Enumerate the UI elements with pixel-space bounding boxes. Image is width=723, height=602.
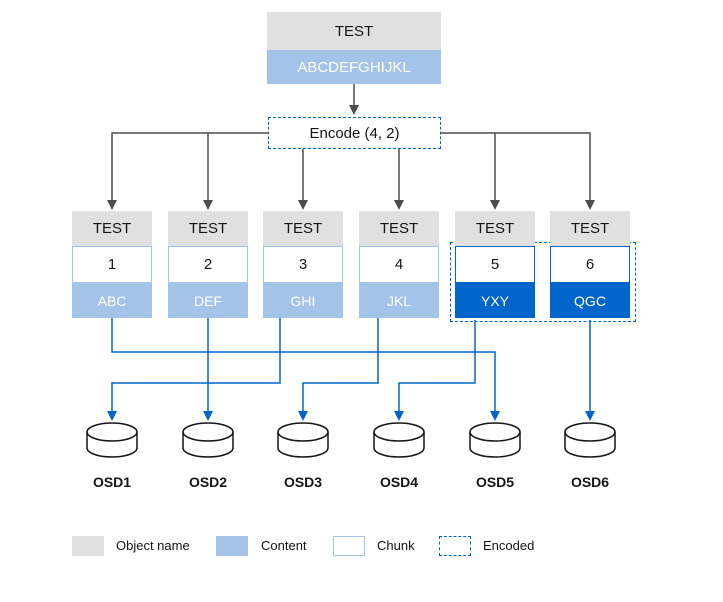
encoder-box: Encode (4, 2)	[268, 117, 441, 149]
osd5-disk-icon	[469, 422, 521, 458]
legend-swatch-object-name	[72, 536, 104, 556]
chunk-name: TEST	[550, 211, 630, 246]
chunk-number: 2	[168, 246, 248, 283]
osd-disks	[86, 422, 616, 458]
chunk1-to-osd5	[111, 318, 500, 421]
chunk-content: YXY	[455, 283, 535, 318]
osd-label: OSD4	[379, 474, 419, 490]
osd-label: OSD5	[475, 474, 515, 490]
object-content-box: ABCDEFGHIJKL	[267, 50, 441, 84]
osd-label: OSD6	[570, 474, 610, 490]
legend-label-chunk: Chunk	[377, 538, 415, 553]
object-name-box: TEST	[267, 12, 441, 50]
fanout-arrow-1	[107, 132, 268, 210]
encoder-fanout	[107, 132, 595, 210]
encoded-group-outline	[450, 242, 636, 322]
osd1-disk-icon	[86, 422, 138, 458]
osd4-disk-icon	[373, 422, 425, 458]
chunk-number: 6	[550, 246, 630, 283]
osd-label: OSD3	[283, 474, 323, 490]
chunk-number: 3	[263, 246, 343, 283]
chunk5-to-osd4	[394, 320, 476, 421]
fanout-arrow-5-6	[441, 132, 595, 210]
chunk-name: TEST	[72, 211, 152, 246]
chunk4-to-osd3	[298, 318, 379, 421]
chunk-name: TEST	[168, 211, 248, 246]
chunk-content: JKL	[359, 283, 439, 318]
chunk-number: 5	[455, 246, 535, 283]
chunk-content: GHI	[263, 283, 343, 318]
chunk-number: 4	[359, 246, 439, 283]
osd2-disk-icon	[182, 422, 234, 458]
osd-label: OSD2	[188, 474, 228, 490]
chunk-content: QGC	[550, 283, 630, 318]
chunk-name: TEST	[359, 211, 439, 246]
legend-swatch-encoded	[439, 536, 471, 556]
legend-swatch-content	[216, 536, 248, 556]
chunk3-to-osd1	[107, 318, 281, 421]
chunk-number: 1	[72, 246, 152, 283]
osd3-disk-icon	[277, 422, 329, 458]
osd-label: OSD1	[92, 474, 132, 490]
legend-label-encoded: Encoded	[483, 538, 535, 553]
chunk-to-osd-connectors	[107, 318, 595, 421]
chunk-name: TEST	[263, 211, 343, 246]
legend-label-object-name: Object name	[116, 538, 190, 553]
chunk-name: TEST	[455, 211, 535, 246]
legend-swatch-chunk	[333, 536, 365, 556]
chunk-content: DEF	[168, 283, 248, 318]
legend-label-content: Content	[261, 538, 307, 553]
osd6-disk-icon	[564, 422, 616, 458]
chunk-content: ABC	[72, 283, 152, 318]
